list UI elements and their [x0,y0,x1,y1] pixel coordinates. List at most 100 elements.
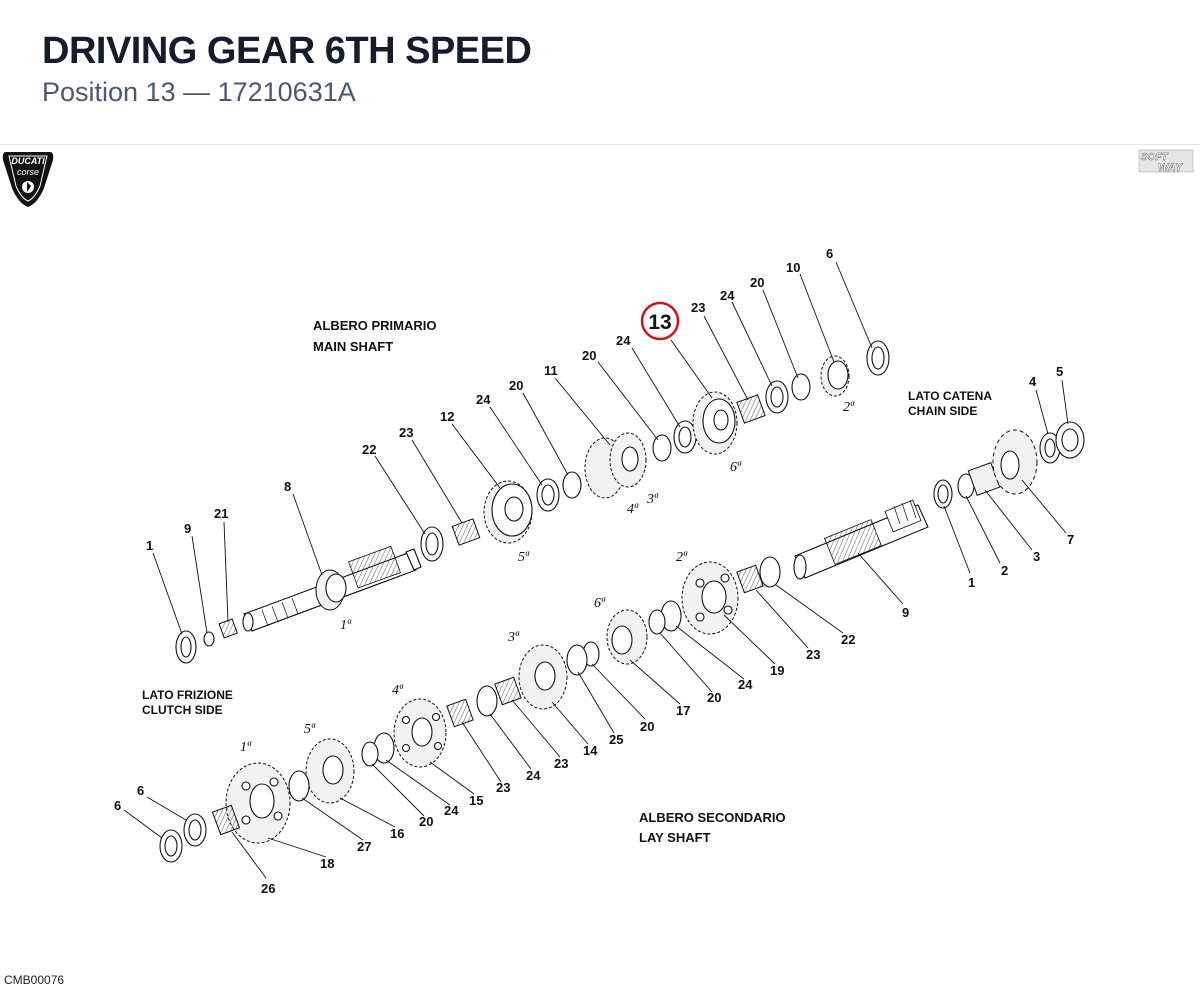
callout-5: 5 [1056,364,1063,379]
softway-logo: SOFT WAY [1138,149,1194,174]
lay-shaft-body [793,499,929,580]
callout-20: 20 [419,814,433,829]
needle-bearing-23-main [451,518,481,546]
main-shaft-parts [175,340,890,664]
main-gear-2 [820,355,850,397]
callout-24: 24 [616,333,631,348]
circlip-20-main-a [562,471,582,499]
callout-17: 17 [676,703,690,718]
callout-27: 27 [357,839,371,854]
callout-22: 22 [841,632,855,647]
ordinal-main-1: 1ª [340,618,352,633]
needle-bearing-23-main-b [736,394,766,424]
callout-9: 9 [902,605,909,620]
callout-6: 6 [114,798,121,813]
gear-ordinals: 2ª 6ª 4ª 3ª 5ª 1ª 2ª 6ª 3ª 4ª 5ª 1ª [240,400,855,755]
main-shaft-label-en: MAIN SHAFT [313,339,393,354]
callout-1: 1 [968,575,975,590]
callout-12: 12 [440,409,454,424]
callout-1: 1 [146,538,153,553]
chain-side-label-en: CHAIN SIDE [908,404,977,418]
ordinal-main-3: 3ª [646,492,659,507]
clutch-side-label-en: CLUTCH SIDE [142,703,223,717]
callout-23: 23 [399,425,413,440]
ordinal-main-4: 4ª [627,502,639,517]
page-code: CMB00076 [4,973,65,987]
callout-19: 19 [770,663,784,678]
page-subtitle: Position 13 — 17210631A [42,77,356,107]
callout-20: 20 [707,690,721,705]
callout-18: 18 [320,856,334,871]
lay-gear-4 [393,698,447,768]
lay-gear-2 [681,561,739,635]
washer-27-lay [288,770,310,802]
highlight-callout-13[interactable]: 13 [640,301,680,341]
main-gear-6-position-13 [692,391,738,455]
callout-23: 23 [496,780,510,795]
ordinal-main-5: 5ª [518,550,530,565]
callout-20: 20 [582,348,596,363]
ducati-logo-text: DUCATI [11,156,45,166]
corse-logo-text: corse [17,167,39,177]
lay-shaft-label-it: ALBERO SECONDARIO [639,810,786,825]
ordinal-lay-1: 1ª [240,740,252,755]
callout-3: 3 [1033,549,1040,564]
ordinal-lay-5: 5ª [304,722,316,737]
callout-8: 8 [284,479,291,494]
callout-20: 20 [640,719,654,734]
callout-23: 23 [691,300,705,315]
circlip-20-main-b [652,434,672,462]
lay-gear-5 [305,738,355,804]
needle-bearing-23-lay-a [736,564,764,594]
callout-26: 26 [261,881,275,896]
callout-numbers: 6 10 20 24 23 24 20 11 20 24 12 23 22 8 … [114,246,1074,896]
callout-6: 6 [826,246,833,261]
callout-20: 20 [750,275,764,290]
lay-shaft-parts [159,556,781,863]
ordinal-main-6: 6ª [730,460,742,475]
page-title: DRIVING GEAR 6TH SPEED [42,30,532,72]
main-shaft-label-it: ALBERO PRIMARIO [313,318,437,333]
header-divider [0,144,1200,145]
callout-24: 24 [738,677,753,692]
ordinal-lay-6: 6ª [594,596,606,611]
ordinal-lay-3: 3ª [507,630,520,645]
ordinal-lay-2: 2ª [676,550,688,565]
callout-2: 2 [1001,563,1008,578]
softway-logo-text-top: SOFT [1141,152,1169,163]
callout-11: 11 [544,363,558,378]
callout-22: 22 [362,442,376,457]
highlight-number: 13 [648,311,671,334]
lay-gear-1 [225,762,291,844]
callout-24: 24 [720,288,735,303]
main-gear-4-3 [584,432,647,499]
washer-22-lay [759,556,781,588]
spacer-9 [203,631,215,647]
softway-logo-text-bottom: WAY [1158,162,1184,174]
ordinal-lay-4: 4ª [392,683,404,698]
chain-side-parts [933,421,1085,509]
callout-14: 14 [583,743,598,758]
sprocket-7 [992,429,1038,495]
clutch-side-label-it: LATO FRIZIONE [142,688,233,702]
washer-24-lay-b [476,685,498,717]
circlip-20-lay-a [648,609,666,635]
callout-20: 20 [509,378,523,393]
needle-bearing-26-lay [211,804,241,836]
callout-24: 24 [444,803,459,818]
callout-21: 21 [214,506,228,521]
lay-shaft-label-en: LAY SHAFT [639,830,711,845]
lay-gear-6 [606,609,648,665]
washer-25-lay [566,644,588,676]
callout-24: 24 [526,768,541,783]
needle-bearing-23-lay-c [446,698,474,728]
circlip-20-main-c [791,373,811,401]
circlip-20-lay-c [361,741,379,767]
main-gear-5 [483,480,533,544]
callout-16: 16 [390,826,404,841]
callout-23: 23 [806,647,820,662]
leader-lines [123,261,1069,879]
main-shaft-body [242,545,422,632]
callout-6: 6 [137,783,144,798]
callout-9: 9 [184,521,191,536]
